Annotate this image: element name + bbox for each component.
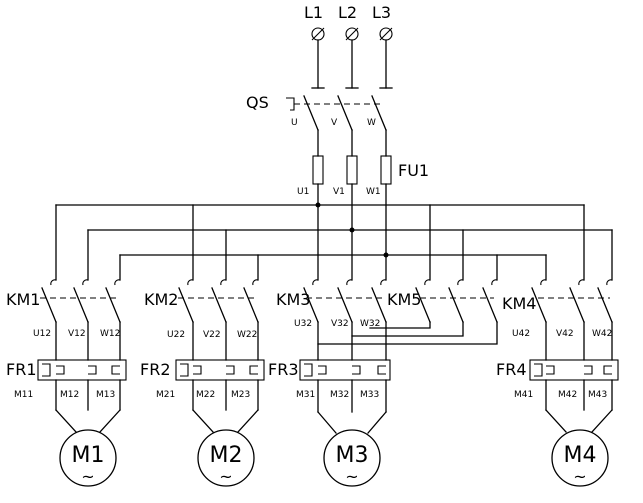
km3-output-u32: U32 bbox=[294, 319, 312, 329]
fr3-terminal-m32: M32 bbox=[330, 390, 349, 400]
contactor-km2-label: KM2 bbox=[144, 290, 178, 309]
supply-terminals: L1 L2 L3 bbox=[304, 3, 393, 89]
km1-output-u12: U12 bbox=[33, 329, 51, 339]
relay-fr4-label: FR4 bbox=[496, 360, 527, 379]
fr3-terminal-m33: M33 bbox=[360, 390, 379, 400]
thermal-relay-fr1: FR1 M11 M12 M13 bbox=[6, 359, 127, 411]
motor-m3-icon bbox=[323, 429, 381, 487]
switch-pole-u: U bbox=[291, 118, 298, 128]
relay-fr2-label: FR2 bbox=[140, 360, 171, 379]
main-switch-label: QS bbox=[246, 93, 269, 112]
km4-output-w42: W42 bbox=[592, 329, 612, 339]
contactor-km1: KM1 U12 V12 W12 bbox=[6, 287, 121, 361]
contactor-km1-label: KM1 bbox=[6, 290, 40, 309]
contactor-km3: KM3 U32 V32 W32 bbox=[276, 287, 387, 361]
phase-l2-label: L2 bbox=[338, 3, 357, 22]
km4-output-u42: U42 bbox=[512, 329, 530, 339]
relay-fr3-label: FR3 bbox=[268, 360, 299, 379]
fr2-terminal-m21: M21 bbox=[156, 390, 175, 400]
km3-output-v32: V32 bbox=[331, 319, 349, 329]
fuse-terminal-w1: W1 bbox=[366, 187, 381, 197]
motor-m4: M4 ~ bbox=[545, 409, 613, 487]
fr3-terminal-m31: M31 bbox=[296, 390, 315, 400]
motor-m2-icon bbox=[197, 429, 255, 487]
motor-m3: M3 ~ bbox=[317, 411, 387, 487]
fuse-w-icon bbox=[380, 155, 392, 185]
relay-fr1-label: FR1 bbox=[6, 360, 37, 379]
fuse-label: FU1 bbox=[398, 161, 429, 180]
motor-m1-icon bbox=[59, 429, 117, 487]
motor-m1-label: M1 bbox=[72, 443, 105, 468]
km2-output-u22: U22 bbox=[167, 330, 185, 340]
motor-m1: M1 ~ bbox=[55, 409, 121, 487]
contactor-km5-label: KM5 bbox=[387, 290, 421, 309]
fuse-v-icon bbox=[346, 155, 358, 185]
fr2-terminal-m22: M22 bbox=[196, 390, 215, 400]
km3-output-w32: W32 bbox=[360, 319, 380, 329]
switch-actuator-icon bbox=[286, 97, 295, 111]
fuse-terminal-v1: V1 bbox=[333, 187, 345, 197]
contactor-km2: KM2 U22 V22 W22 bbox=[144, 287, 259, 361]
km1-output-v12: V12 bbox=[68, 329, 86, 339]
main-switch-qs: QS U V W bbox=[246, 93, 387, 157]
motor-m4-label: M4 bbox=[564, 443, 597, 468]
fr1-terminal-m12: M12 bbox=[60, 390, 79, 400]
km1-output-w12: W12 bbox=[100, 329, 120, 339]
terminal-l1-icon bbox=[311, 27, 325, 41]
switch-pole-v: V bbox=[331, 118, 338, 128]
distribution-bus bbox=[55, 183, 613, 281]
fuse-fu1: FU1 U1 V1 W1 bbox=[297, 155, 429, 197]
motor-m2-label: M2 bbox=[210, 443, 243, 468]
motor-m3-ac-symbol: ~ bbox=[345, 467, 358, 486]
switch-pole-w: W bbox=[367, 118, 376, 128]
contactor-contacts bbox=[50, 279, 613, 286]
fr1-terminal-m11: M11 bbox=[14, 390, 33, 400]
km4-output-v42: V42 bbox=[556, 329, 574, 339]
motor-m2: M2 ~ bbox=[192, 409, 259, 487]
thermal-relay-fr3: FR3 M31 M32 M33 bbox=[268, 359, 391, 413]
fuse-terminal-u1: U1 bbox=[297, 187, 309, 197]
phase-l1-label: L1 bbox=[304, 3, 323, 22]
thermal-relay-fr2: FR2 M21 M22 M23 bbox=[140, 359, 265, 411]
fr2-terminal-m23: M23 bbox=[231, 390, 250, 400]
fr4-terminal-m43: M43 bbox=[588, 390, 607, 400]
contactor-km4: KM4 U42 V42 W42 bbox=[502, 287, 613, 361]
motor-m3-label: M3 bbox=[336, 443, 369, 468]
terminal-l2-icon bbox=[345, 27, 359, 41]
contactor-km5: KM5 bbox=[317, 287, 498, 345]
phase-l3-label: L3 bbox=[372, 3, 391, 22]
motor-m4-icon bbox=[551, 429, 609, 487]
contactor-km3-label: KM3 bbox=[276, 290, 310, 309]
thermal-relay-fr4: FR4 M41 M42 M43 bbox=[496, 359, 619, 411]
motor-m2-ac-symbol: ~ bbox=[219, 467, 232, 486]
terminal-l3-icon bbox=[379, 27, 393, 41]
motor-m1-ac-symbol: ~ bbox=[81, 467, 94, 486]
contactor-km4-label: KM4 bbox=[502, 294, 536, 313]
fr4-terminal-m42: M42 bbox=[558, 390, 577, 400]
fr4-terminal-m41: M41 bbox=[514, 390, 533, 400]
fr1-terminal-m13: M13 bbox=[96, 390, 115, 400]
fuse-u-icon bbox=[312, 155, 324, 185]
motor-m4-ac-symbol: ~ bbox=[573, 467, 586, 486]
km2-output-v22: V22 bbox=[203, 330, 221, 340]
km2-output-w22: W22 bbox=[237, 330, 257, 340]
